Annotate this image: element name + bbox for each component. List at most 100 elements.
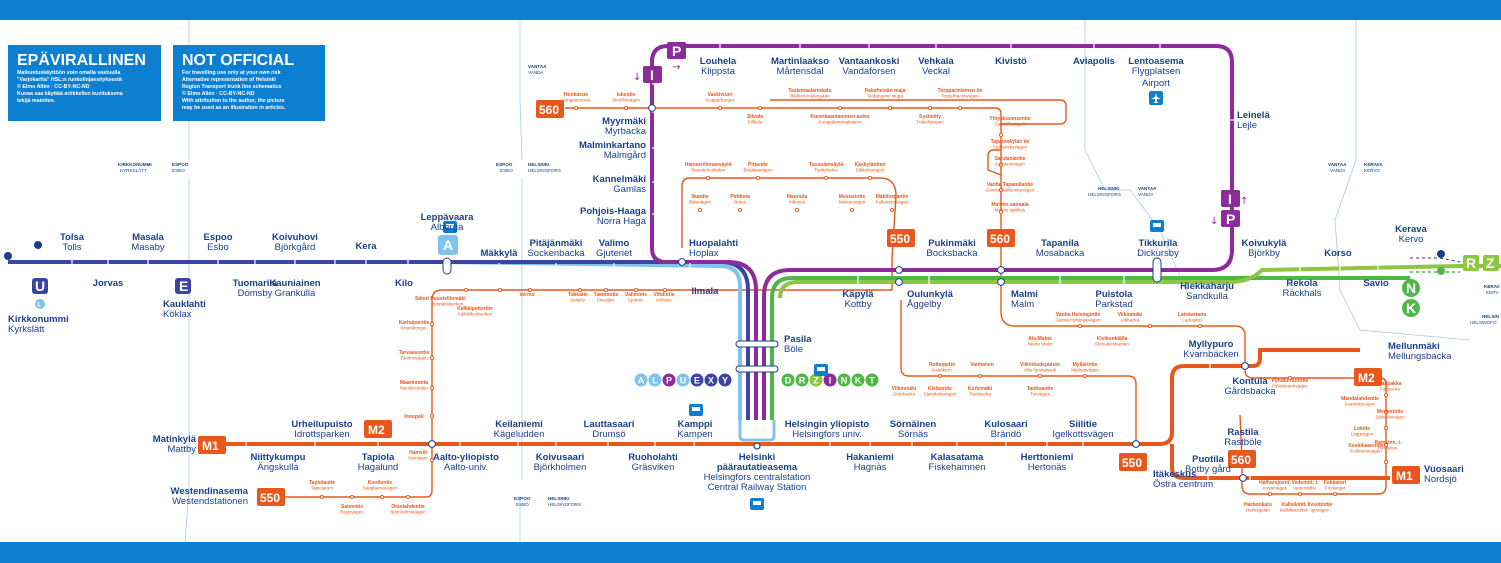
top-band [0,0,1501,20]
bus-stop-swedish-name: Stenflotvägen [612,98,641,103]
bus-line-560-detour [987,149,1002,176]
station-swedish-name: Myrbacka [605,126,647,137]
boundary-label: ESBO [172,168,185,173]
station-name: Helsingin yliopisto [785,419,870,430]
bus-stop-swedish-name: Staffansbyvägen [993,145,1028,150]
station-swedish-name: Malmgård [604,150,646,161]
station-name: Aviapolis [1073,56,1115,67]
station-swedish-name: Kyrkslätt [8,324,45,335]
svg-text:I: I [1228,191,1232,207]
bus-stop-swedish-name: Tavastehusleden [691,168,726,173]
station-name: Pitäjänmäki [530,238,583,249]
svg-text:U: U [35,278,45,294]
station-swedish-name: Central Railway Station [708,482,807,493]
bus-stop-swedish-name: Träkolsängen [916,120,944,125]
bus-line-560 [565,107,1387,495]
station-swedish-name: Klippsta [701,66,736,77]
line-metro [225,348,1390,480]
station-swedish-name: Airport [1142,78,1170,89]
station-name: Valimo [599,238,630,249]
station-name: Kulosaari [984,419,1027,430]
notice-line: Region Transport trunk line schematics [182,84,282,90]
line-badge-r: R [1463,255,1479,271]
bus-stop-name: Fokkatori [1324,480,1347,486]
boundary-label: ESPOO [514,496,531,501]
line-badge-k: K [1402,299,1420,317]
line-letter-badge [837,373,851,387]
boundary-label: ESBO [500,168,513,173]
bus-stop-name: Meriketotie [1377,409,1404,415]
line-badge-m2-east: M2 [1354,368,1382,386]
train-icon [814,364,828,376]
bus-stop-swedish-name: Hongasmossa [561,98,591,103]
pasila-hub [735,340,779,450]
station-name: Itäkeskus [1153,469,1196,480]
bus-stop-name: Tasiemaalarinkatu [788,88,831,94]
bus-stop-name: Vedenott. t. [1292,480,1320,486]
station-name: Jorvas [93,278,124,289]
bus-stop-name: Mestarintie [839,194,866,200]
station-swedish-name: Alberga [431,222,464,233]
station-swedish-name: Björkholmen [534,462,587,473]
station-swedish-name: Björkby [1248,248,1280,259]
station-name: Vehkala [918,56,954,67]
bus-badge-560-n: 560 [987,229,1015,247]
bus-stop-swedish-name: Kallviksuddsn [1280,508,1309,513]
line-letter-badge [809,373,823,387]
station-name: Käpylä [842,289,874,300]
station-swedish-name: Ängskulla [257,462,299,473]
station-swedish-name: Sockenbacka [527,248,585,259]
station-name: Savio [1363,278,1389,289]
station-name: Tolsa [60,232,85,243]
transfer-rings [428,104,1249,482]
station-swedish-name: Sörnäs [898,429,928,440]
bus-line-560-airport-loop [770,99,1067,125]
station-swedish-name: Veckal [922,66,950,77]
station-name: Hiekkaharju [1180,281,1234,292]
station-name: Vantaankoski [839,56,900,67]
station-name: Herttoniemi [1021,452,1074,463]
boundary-label: HELSINKI [1098,186,1119,191]
boundary-label: ESPOO [496,162,513,167]
station-name: Kamppi [678,419,713,430]
line-letter-badge [704,373,718,387]
station-swedish-name: Vandaforsen [842,66,895,77]
bus-stop-name: Innopoli [404,414,424,420]
bus-stop-swedish-name: Harbogatan [1246,508,1270,513]
svg-text:550: 550 [260,491,280,505]
bus-stop-name: Vaskivuori [707,92,733,98]
station-swedish-name: Åggelby [907,299,942,310]
notice-line: "Varjokartta" HSL:n runkolinjaesityksest… [17,77,122,83]
station-swedish-name: Hertonäs [1028,462,1067,473]
station-swedish-name: Tolls [62,242,81,253]
bus-stop-swedish-name: Kvyarvägen [1263,486,1288,491]
bus-stop-name: Latokartano [1178,312,1207,318]
station-name: Kivistö [995,56,1027,67]
icons: ↓ → ↑ ↓ [443,62,1248,510]
svg-text:560: 560 [990,232,1010,246]
station-name: Tuomarila [233,278,278,289]
station-name: Ruoholahti [628,452,678,463]
station-swedish-name: Kvarnbäcken [1183,349,1238,360]
line-letter-badge [690,373,704,387]
boundary-label: ESPOO [172,162,189,167]
bus-stop-labels: HonkasuoHongasmossaIskostieStenflotvägen… [309,88,1405,515]
boundary-label: VANTAA [1328,162,1347,167]
line-letter: N [841,376,848,386]
bus-badge-550-e: 550 [1119,453,1147,471]
line-letter: L [652,376,658,386]
boundary-label: KYRKSLÄTT [120,167,147,173]
station-name: Kirkkonummi [8,314,69,325]
notice-line: Matkustuskäyttöön voin omalla vastuulla [17,70,120,76]
station-swedish-name: Böle [784,344,803,355]
bus-stop-swedish-name: Mansbranden [400,386,429,391]
line-badge-i-top: I [643,66,662,83]
boundary-label: HELSINGFORS [548,502,581,507]
train-icon [750,498,764,510]
station-name: Ilmala [692,286,720,297]
bus-stop-name: Maunula [787,194,807,200]
bus-stop-swedish-name: Gamla Staffansbyvägen [986,188,1035,193]
bottom-band [0,542,1501,563]
bus-stop-name: Vermo [519,292,534,298]
boundary-label: HELSINKI [548,496,569,501]
